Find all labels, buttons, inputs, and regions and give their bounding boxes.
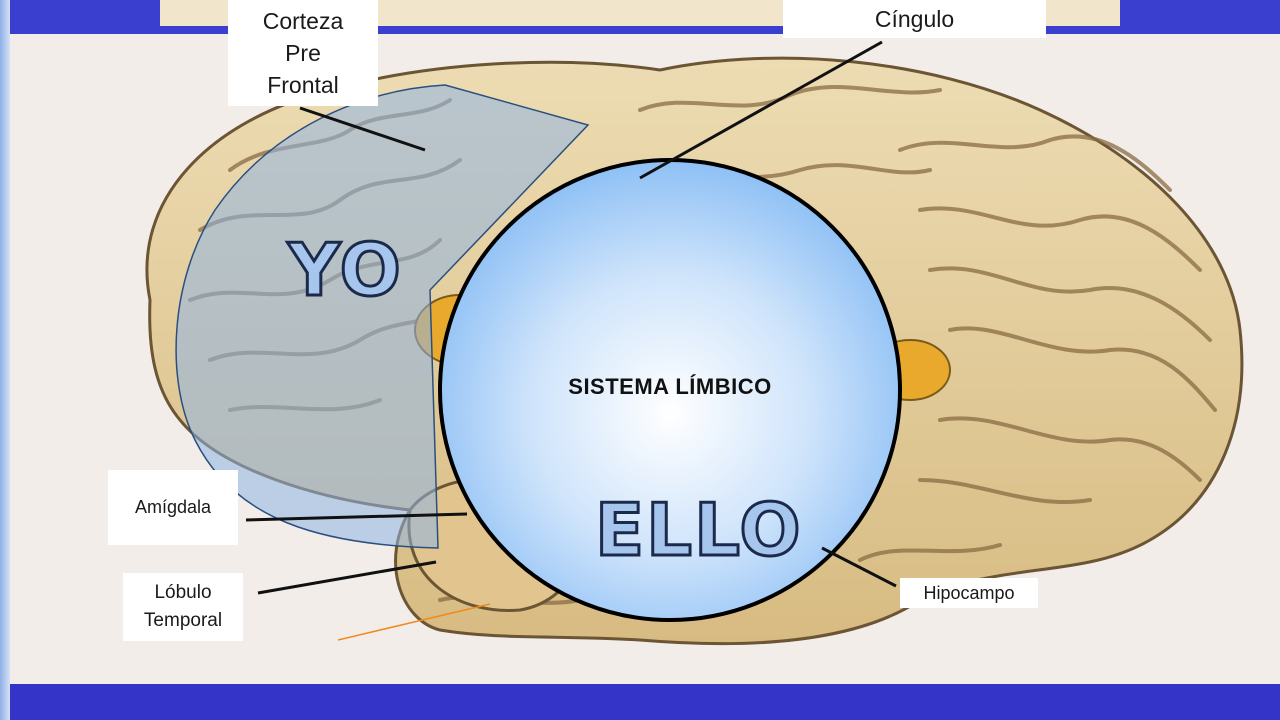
leader-lobulo bbox=[257, 560, 437, 595]
top-accent-bar bbox=[10, 26, 1280, 34]
ello-word: ELLO bbox=[594, 487, 803, 574]
label-amigdala: Amígdala bbox=[108, 470, 238, 545]
label-corteza-prefrontal: Corteza Pre Frontal bbox=[228, 0, 378, 106]
leader-cingulo bbox=[639, 40, 883, 180]
bottom-bar bbox=[10, 684, 1280, 720]
label-cingulo: Cíngulo bbox=[783, 0, 1046, 38]
left-gradient-bar bbox=[0, 0, 10, 720]
limbic-system-title: SISTEMA LÍMBICO bbox=[568, 374, 772, 399]
leader-orange bbox=[337, 603, 491, 641]
label-lobulo-temporal: Lóbulo Temporal bbox=[123, 573, 243, 641]
leader-corteza bbox=[299, 106, 426, 152]
yo-word: YO bbox=[287, 227, 403, 314]
leader-amigdala bbox=[245, 512, 468, 522]
leader-hipocampo bbox=[821, 546, 897, 588]
prefrontal-overlay bbox=[175, 84, 590, 549]
label-hipocampo: Hipocampo bbox=[900, 578, 1038, 608]
